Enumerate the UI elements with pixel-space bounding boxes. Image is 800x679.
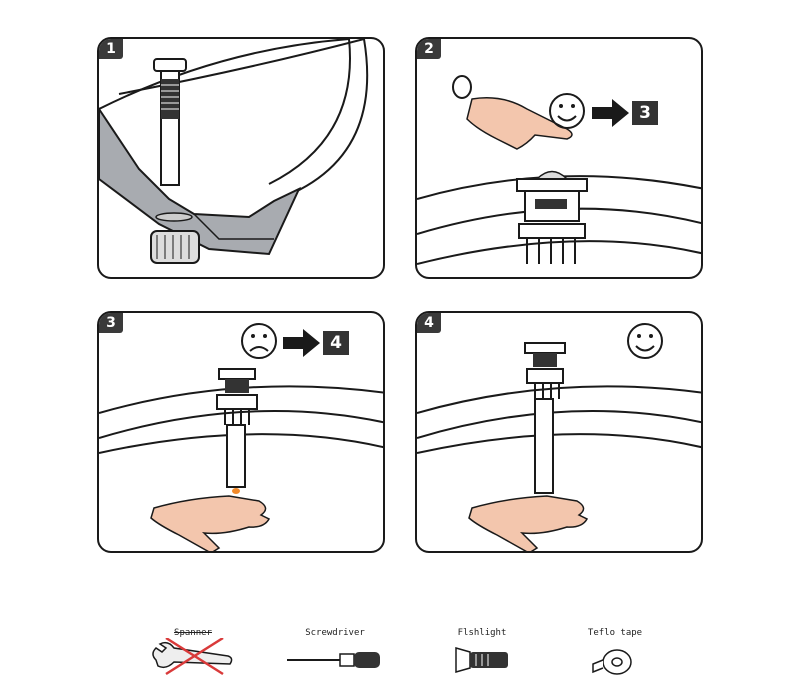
step-3-badge: 3 <box>99 313 123 333</box>
smiley-icon <box>550 94 584 128</box>
arrow-right-icon <box>592 99 629 127</box>
arrow-right-icon <box>283 329 320 357</box>
next-step-box: 4 <box>323 331 349 355</box>
sad-face-icon <box>242 324 276 358</box>
step-1-panel: 1 <box>97 37 385 279</box>
step-4-panel: 4 <box>415 311 703 553</box>
flashlight-icon <box>452 638 512 676</box>
step-2-badge: 2 <box>417 39 441 59</box>
spanner-icon <box>148 638 238 676</box>
step-4-illustration <box>417 313 703 553</box>
step-3-panel: 3 4 <box>97 311 385 553</box>
step-2-panel: 2 3 <box>415 37 703 279</box>
tool-flashlight: Flshlight <box>452 628 512 676</box>
tape-icon <box>585 638 645 676</box>
tool-screwdriver: Screwdriver <box>285 628 385 676</box>
step-1-badge: 1 <box>99 39 123 59</box>
step-1-illustration <box>99 39 385 279</box>
tool-spanner: Spanner <box>148 628 238 676</box>
tool-tape: Teflo tape <box>585 628 645 676</box>
step-2-illustration <box>417 39 703 279</box>
screwdriver-icon <box>285 638 385 676</box>
tool-label: Teflo tape <box>585 628 645 638</box>
smiley-icon <box>628 324 662 358</box>
tool-label: Spanner <box>148 628 238 638</box>
step-4-badge: 4 <box>417 313 441 333</box>
tool-label: Flshlight <box>452 628 512 638</box>
next-step-box: 3 <box>632 101 658 125</box>
tool-label: Screwdriver <box>285 628 385 638</box>
